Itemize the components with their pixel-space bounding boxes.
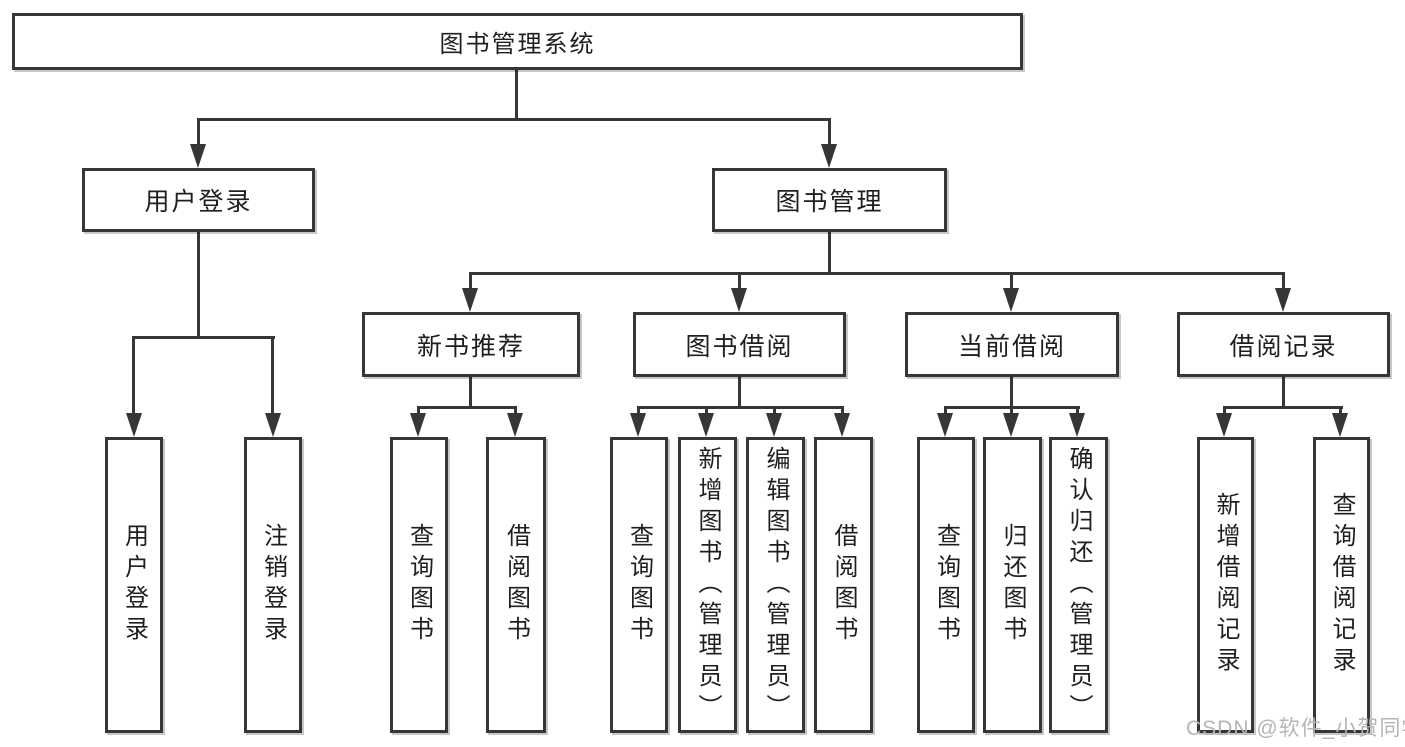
connector-line bbox=[1282, 272, 1285, 292]
connector-line bbox=[271, 336, 274, 415]
node-current-borrowing: 当前借阅 bbox=[905, 312, 1119, 377]
node-leaf-return-books: 归还图书 bbox=[983, 437, 1042, 733]
arrowhead-down-icon bbox=[821, 144, 837, 168]
node-leaf-user-login: 用户登录 bbox=[105, 437, 163, 733]
arrowhead-down-icon bbox=[410, 413, 426, 437]
node-borrowing-records: 借阅记录 bbox=[1177, 312, 1390, 377]
connector-line bbox=[944, 406, 947, 415]
connector-line bbox=[828, 232, 831, 272]
arrowhead-down-icon bbox=[1216, 413, 1232, 437]
node-leaf-query-borrow-record: 查询借阅记录 bbox=[1313, 437, 1370, 733]
arrowhead-down-icon bbox=[834, 413, 850, 437]
node-leaf-query-books-1: 查询图书 bbox=[390, 437, 448, 733]
connector-line bbox=[1223, 406, 1226, 415]
arrowhead-down-icon bbox=[1003, 288, 1019, 312]
connector-line bbox=[197, 118, 200, 146]
connector-line bbox=[1339, 406, 1342, 415]
node-library-system: 图书管理系统 bbox=[12, 13, 1023, 70]
connector-line bbox=[1010, 377, 1013, 406]
arrowhead-down-icon bbox=[1069, 413, 1085, 437]
connector-line bbox=[841, 406, 844, 415]
node-leaf-query-books-2: 查询图书 bbox=[610, 437, 668, 733]
connector-line bbox=[738, 272, 741, 292]
arrowhead-down-icon bbox=[1275, 288, 1291, 312]
arrowhead-down-icon bbox=[265, 413, 281, 437]
connector-line bbox=[1010, 406, 1013, 415]
connector-line bbox=[705, 406, 708, 415]
connector-line bbox=[637, 406, 844, 409]
node-new-book-recommend: 新书推荐 bbox=[362, 312, 580, 377]
connector-line bbox=[515, 68, 518, 118]
arrowhead-down-icon bbox=[766, 413, 782, 437]
connector-line bbox=[417, 406, 420, 415]
node-leaf-confirm-return-admin: 确认归还（管理员） bbox=[1049, 437, 1108, 733]
node-user-login: 用户登录 bbox=[82, 168, 315, 232]
connector-line bbox=[637, 406, 640, 415]
connector-line bbox=[738, 377, 741, 406]
arrowhead-down-icon bbox=[190, 144, 206, 168]
arrowhead-down-icon bbox=[126, 413, 142, 437]
arrowhead-down-icon bbox=[462, 288, 478, 312]
node-book-borrowing: 图书借阅 bbox=[633, 312, 846, 377]
connector-line bbox=[469, 272, 1285, 275]
node-leaf-query-books-3: 查询图书 bbox=[917, 437, 975, 733]
connector-line bbox=[469, 377, 472, 406]
connector-line bbox=[773, 406, 776, 415]
arrowhead-down-icon bbox=[1332, 413, 1348, 437]
arrowhead-down-icon bbox=[937, 413, 953, 437]
connector-line bbox=[1223, 406, 1343, 409]
node-leaf-logout: 注销登录 bbox=[244, 437, 302, 733]
connector-line bbox=[197, 232, 200, 336]
connector-line bbox=[417, 406, 517, 409]
node-book-management: 图书管理 bbox=[712, 168, 947, 232]
connector-line bbox=[828, 118, 831, 146]
node-leaf-edit-book-admin: 编辑图书（管理员） bbox=[746, 437, 805, 733]
node-leaf-borrow-books-1: 借阅图书 bbox=[486, 437, 546, 733]
connector-line bbox=[469, 272, 472, 292]
arrowhead-down-icon bbox=[731, 288, 747, 312]
connector-line bbox=[132, 336, 275, 339]
node-leaf-add-book-admin: 新增图书（管理员） bbox=[678, 437, 737, 733]
node-leaf-borrow-books-2: 借阅图书 bbox=[814, 437, 873, 733]
connector-line bbox=[132, 336, 135, 415]
node-leaf-add-borrow-record: 新增借阅记录 bbox=[1197, 437, 1254, 733]
connector-line bbox=[1010, 272, 1013, 292]
arrowhead-down-icon bbox=[507, 413, 523, 437]
connector-line bbox=[514, 406, 517, 415]
arrowhead-down-icon bbox=[630, 413, 646, 437]
arrowhead-down-icon bbox=[1003, 413, 1019, 437]
connector-line bbox=[197, 118, 831, 121]
connector-line bbox=[1282, 377, 1285, 406]
connector-line bbox=[1076, 406, 1079, 415]
arrowhead-down-icon bbox=[698, 413, 714, 437]
csdn-watermark: CSDN @软件_小贺同学 bbox=[1186, 717, 1405, 740]
